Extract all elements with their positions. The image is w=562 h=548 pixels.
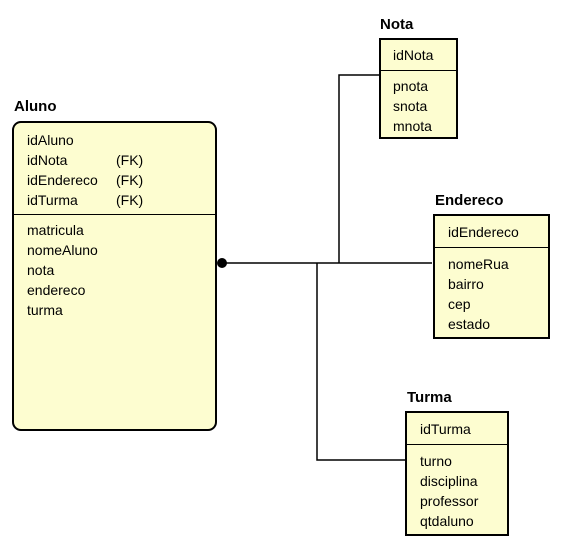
nota-attr-snota: snota (393, 98, 428, 114)
turma-attr-turno: turno (420, 453, 452, 469)
endereco-attr-cep: cep (448, 296, 471, 312)
turma-attr-qtdaluno: qtdaluno (420, 513, 474, 529)
turma-attr-professor: professor (420, 493, 479, 509)
nota-key-section: idNota (381, 40, 456, 71)
nota-attr-pnota: pnota (393, 78, 429, 94)
aluno-key-section: idAluno idNota (FK) idEndereco (FK) idTu… (14, 123, 215, 215)
turma-relationship-line (316, 263, 405, 461)
turma-key-section: idTurma (407, 413, 507, 445)
endereco-attr-estado: estado (448, 316, 491, 332)
turma-entity-title: Turma (407, 389, 452, 406)
endereco-key-idendereco: idEndereco (448, 224, 519, 240)
aluno-key-idturma: idTurma (27, 192, 78, 208)
aluno-key-idnota: idNota (27, 152, 68, 168)
aluno-key-idendereco: idEndereco (27, 172, 98, 188)
nota-attr-mnota: mnota (393, 118, 432, 134)
aluno-attr-nomealuno: nomeAluno (27, 242, 98, 258)
turma-attr-disciplina: disciplina (420, 473, 478, 489)
aluno-attr-endereco: endereco (27, 282, 86, 298)
nota-relationship-line (338, 74, 379, 263)
aluno-attr-matricula: matricula (27, 222, 84, 238)
aluno-key-idaluno: idAluno (27, 132, 74, 148)
nota-key-idnota: idNota (393, 47, 434, 63)
endereco-attr-bairro: bairro (448, 276, 484, 292)
nota-entity-title: Nota (380, 16, 414, 33)
turma-key-idturma: idTurma (420, 421, 471, 437)
aluno-attr-turma: turma (27, 302, 63, 318)
aluno-attr-nota: nota (27, 262, 55, 278)
aluno-fk-tag-idendereco: (FK) (116, 172, 144, 188)
aluno-fk-tag-idturma: (FK) (116, 192, 144, 208)
aluno-fk-tag-idnota: (FK) (116, 152, 144, 168)
turma-entity[interactable]: idTurma turno disciplina professor qtdal… (405, 411, 509, 536)
nota-entity[interactable]: idNota pnota snota mnota (379, 38, 458, 139)
aluno-entity-title: Aluno (14, 98, 57, 115)
relationship-endpoint-dot (217, 258, 227, 268)
aluno-entity[interactable]: idAluno idNota (FK) idEndereco (FK) idTu… (12, 121, 217, 431)
endereco-key-section: idEndereco (435, 216, 548, 248)
endereco-entity[interactable]: idEndereco nomeRua bairro cep estado (433, 214, 550, 339)
endereco-entity-title: Endereco (435, 192, 504, 209)
endereco-attr-nomerua: nomeRua (448, 256, 509, 272)
